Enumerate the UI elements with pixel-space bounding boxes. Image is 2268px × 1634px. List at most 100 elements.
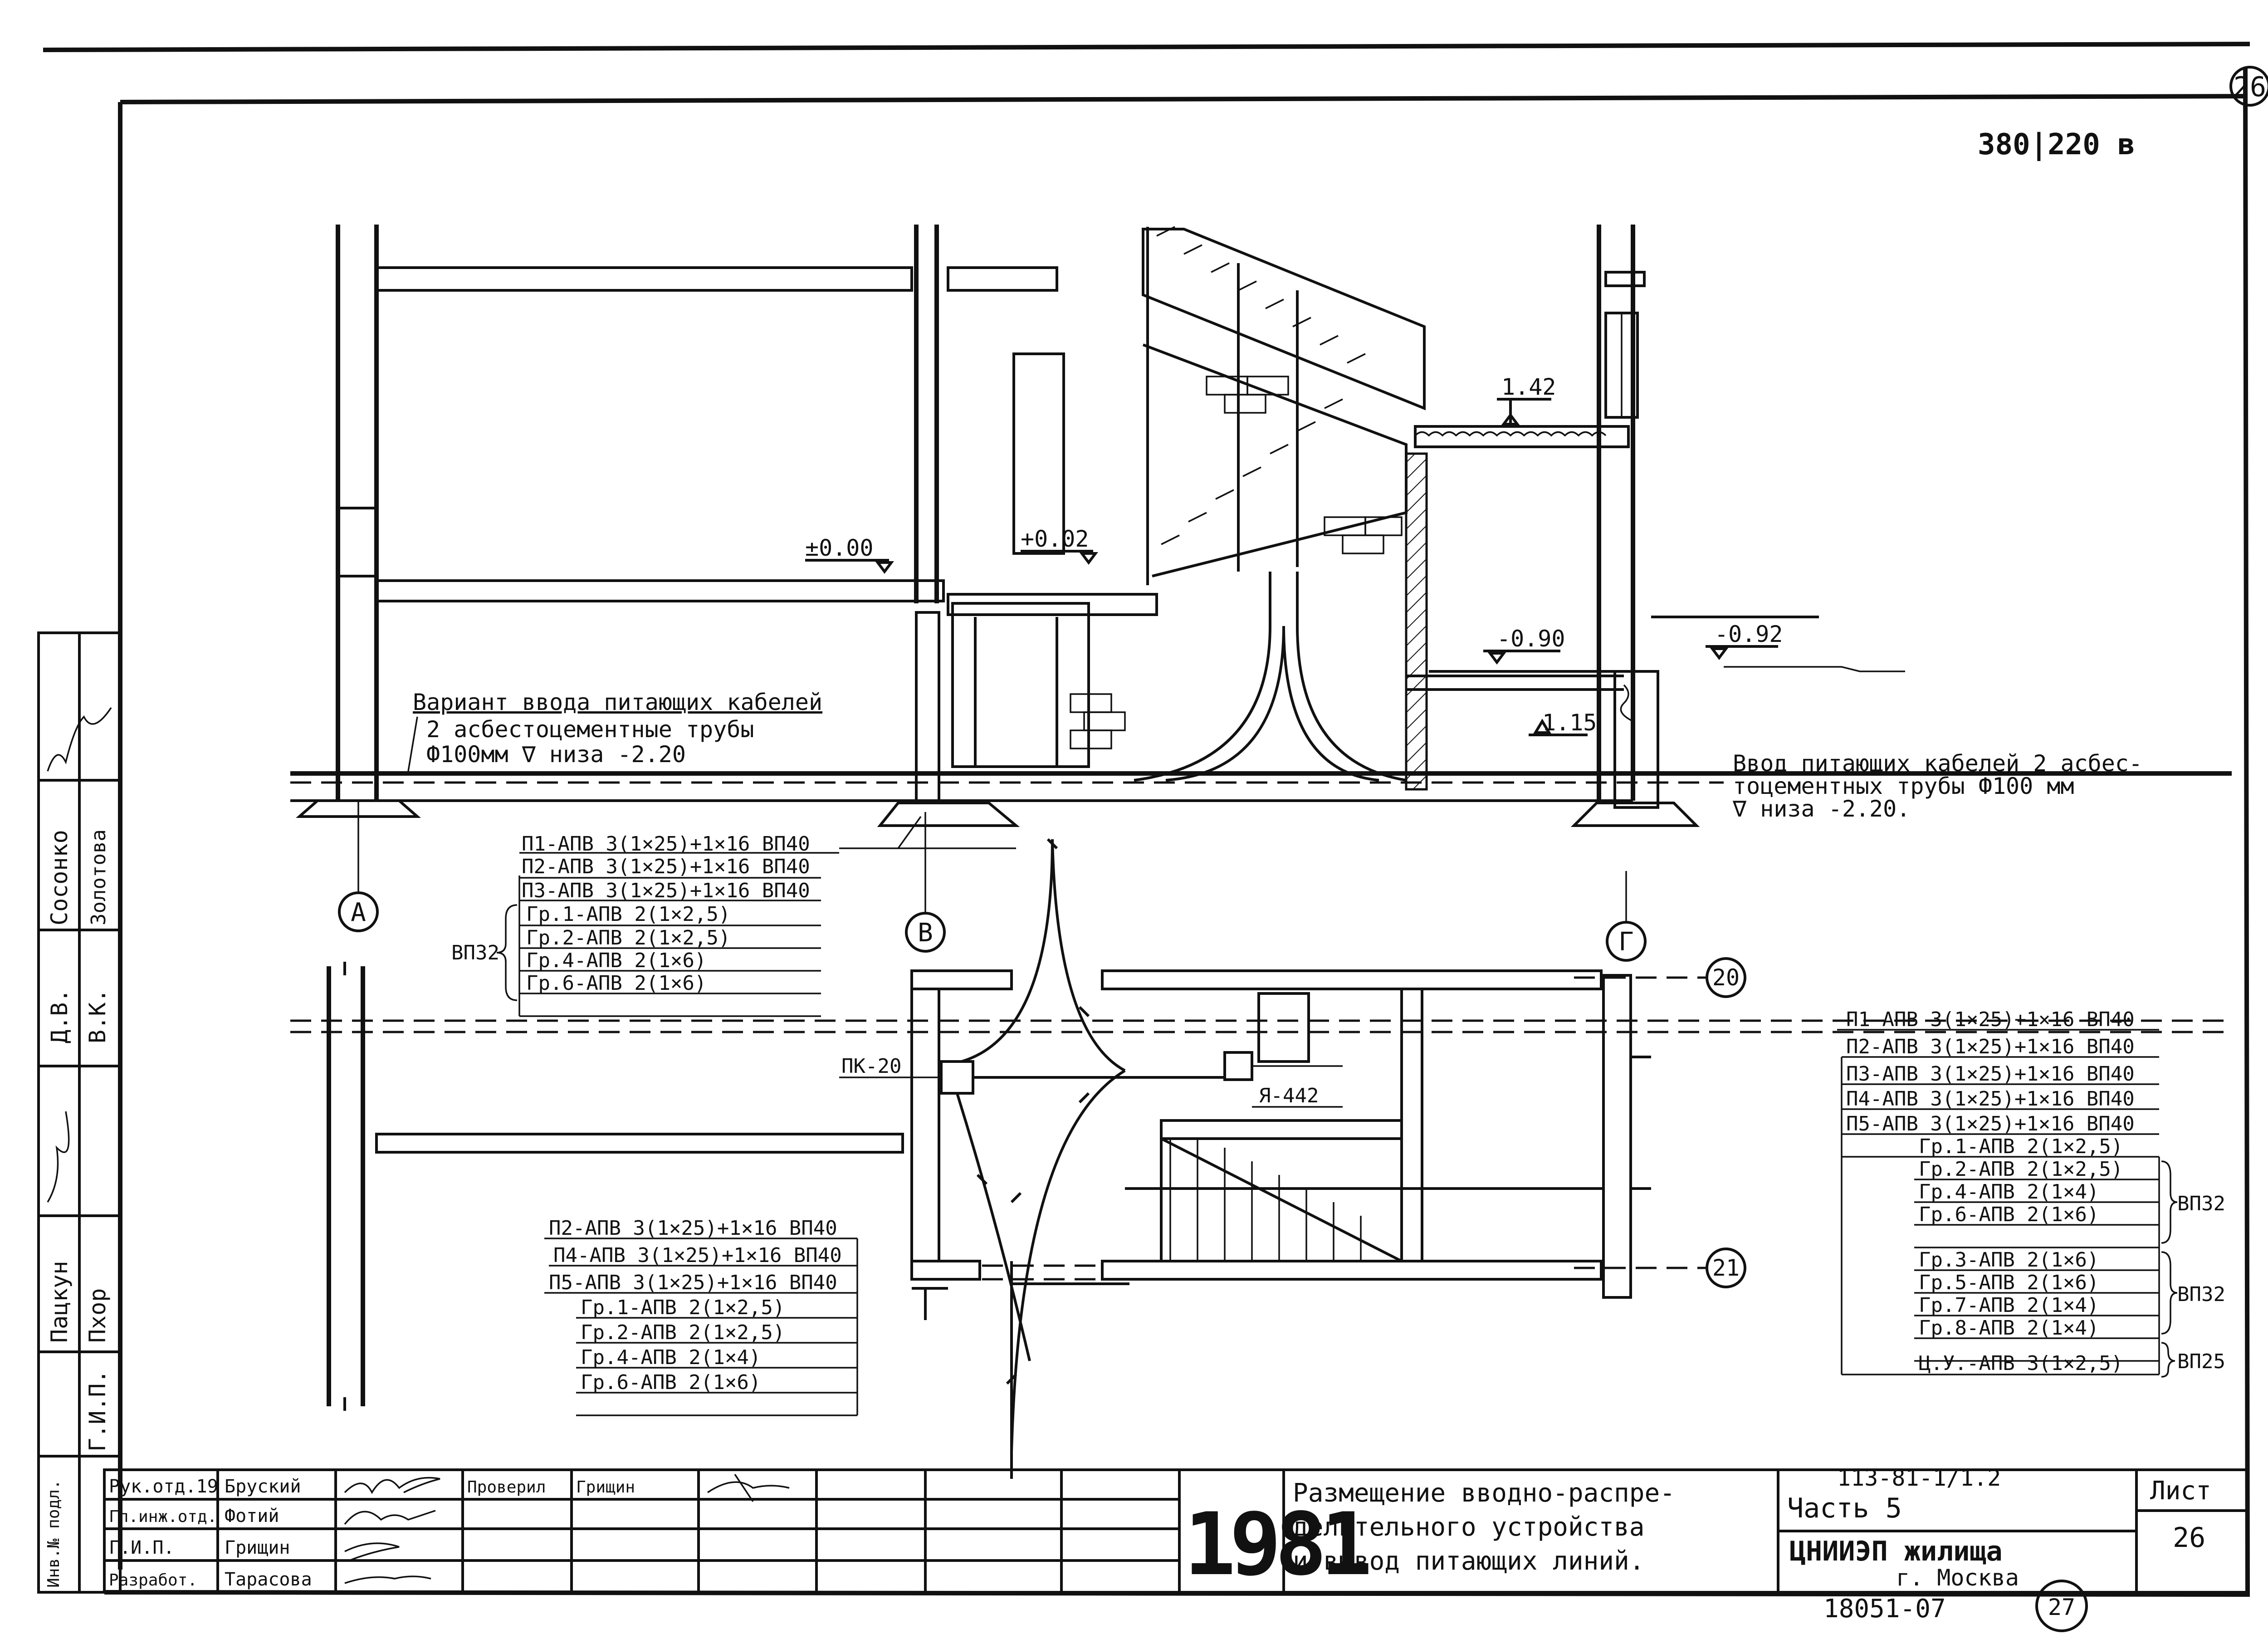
section-group-3: Гр.4-АПВ 2(1×6) xyxy=(526,949,706,972)
part: Часть 5 xyxy=(1787,1492,1902,1524)
level-115-text: 1.15 xyxy=(1542,709,1597,736)
side-signature-1 xyxy=(47,707,112,772)
plan-left-cable-2: П4-АПВ 3(1×25)+1×16 ВП40 xyxy=(553,1244,842,1267)
plan-left-group-3: Гр.4-АПВ 2(1×4) xyxy=(581,1346,761,1369)
ya-label: Я-442 xyxy=(1259,1084,1319,1107)
sheet-circle: 26 xyxy=(2229,66,2268,107)
staff-name-3: Грищин xyxy=(225,1537,290,1558)
plan-right-group-a-4: Гр.6-АПВ 2(1×6) xyxy=(1919,1203,2099,1226)
doc-code: 113-81-1/1.2 xyxy=(1837,1465,2001,1491)
staff-name-1: Бруский xyxy=(225,1476,301,1497)
section-cable-table: П1-АПВ 3(1×25)+1×16 ВП40 П2-АПВ 3(1×25)+… xyxy=(451,832,1016,1017)
title-line-1: Размещение вводно-распре- xyxy=(1293,1478,1675,1508)
bottom-code: 18051-07 xyxy=(1823,1594,1946,1624)
axis-a-label: А xyxy=(351,898,366,927)
level-092: -0.92 xyxy=(1706,621,1783,660)
axis-g-label: Г xyxy=(1618,927,1634,957)
staff-name-4: Тарасова xyxy=(225,1569,312,1590)
plan-right-group-a-1: Гр.1-АПВ 2(1×2,5) xyxy=(1919,1135,2123,1158)
bottom-circle xyxy=(2035,1580,2088,1632)
axis-21-label: 21 xyxy=(1712,1255,1740,1281)
plan-left-cable-1: П2-АПВ 3(1×25)+1×16 ВП40 xyxy=(549,1217,837,1240)
staff-role-4: Разработ. xyxy=(109,1571,197,1590)
plan-right-cable-4: П4-АПВ 3(1×25)+1×16 ВП40 xyxy=(1846,1087,2135,1111)
level-092-text: -0.92 xyxy=(1715,621,1783,647)
level-142-text: 1.42 xyxy=(1501,374,1556,400)
sheet-number: 26 xyxy=(2173,1522,2205,1554)
signature-5 xyxy=(707,1474,790,1502)
plan-right-cable-3: П3-АПВ 3(1×25)+1×16 ВП40 xyxy=(1846,1062,2135,1086)
staff-role-3: Г.И.П. xyxy=(109,1537,175,1558)
staff-role-2: Гл.инж.отд. xyxy=(109,1507,217,1526)
title-line-2: делительного устройства xyxy=(1293,1512,1644,1542)
year: 1981 xyxy=(1184,1494,1369,1595)
plan-right-group-a-2: Гр.2-АПВ 2(1×2,5) xyxy=(1919,1158,2123,1181)
plan-right-group-b-3: Гр.7-АПВ 2(1×4) xyxy=(1919,1294,2099,1317)
plan-right-cable-2: П2-АПВ 3(1×25)+1×16 ВП40 xyxy=(1846,1035,2135,1058)
plan-right-cable-1: П1-АПВ 3(1×25)+1×16 ВП40 xyxy=(1846,1008,2135,1031)
section-cable-2: П2-АПВ 3(1×25)+1×16 ВП40 xyxy=(522,855,810,878)
side-stamp-name-2: Золотова xyxy=(87,829,110,925)
bottom-circle-number: 27 xyxy=(2048,1594,2075,1620)
checked-name: Грищин xyxy=(576,1478,635,1497)
side-stamp-role-4: Г.И.П. xyxy=(84,1370,111,1452)
plan-right-group-b-1: Гр.3-АПВ 2(1×6) xyxy=(1919,1248,2099,1272)
plan-left-group-1: Гр.1-АПВ 2(1×2,5) xyxy=(581,1296,785,1319)
section-group-4: Гр.6-АПВ 2(1×6) xyxy=(526,972,706,995)
plan-right-group-b-2: Гр.5-АПВ 2(1×6) xyxy=(1919,1271,2099,1294)
side-stamp-role-3: Инв.№ подл. xyxy=(44,1480,63,1588)
axis-markers: А В Г 20 21 xyxy=(338,801,1746,1288)
staff-role-1: Рук.отд.19 xyxy=(109,1476,218,1497)
variant-note-line-3: Ф100мм ∇ низа -2.20 xyxy=(426,741,686,768)
level-marks: ±0.00 +0.02 1.42 -0.90 -0.92 1.15 xyxy=(805,374,1783,736)
voltage-label: 380|220 в xyxy=(1978,128,2135,161)
checked-role: Проверил xyxy=(467,1478,546,1497)
plan-left-group-2: Гр.2-АПВ 2(1×2,5) xyxy=(581,1321,785,1344)
level-000: ±0.00 xyxy=(805,535,894,574)
side-stamp-name-4: Пхор xyxy=(84,1288,111,1343)
title-block: Рук.отд.19 Бруский Гл.инж.отд. Фотий Г.И… xyxy=(103,1465,2249,1632)
signature-4 xyxy=(344,1575,431,1584)
floor-plan: ПК-20 Я-442 xyxy=(290,816,2232,1479)
plan-right-tag-2: ВП32 xyxy=(2177,1283,2225,1306)
org: ЦНИИЭП жилища xyxy=(1789,1536,2003,1567)
side-stamp-name-3: Пацкун xyxy=(46,1261,73,1343)
level-115: 1.15 xyxy=(1529,709,1597,736)
section-group-1: Гр.1-АПВ 2(1×2,5) xyxy=(526,903,730,926)
sheet-label: Лист xyxy=(2150,1476,2211,1506)
city: г. Москва xyxy=(1896,1565,2019,1591)
plan-right-group-b-4: Гр.8-АПВ 2(1×4) xyxy=(1919,1316,2099,1340)
signature-2 xyxy=(344,1510,436,1525)
plan-right-table: П1-АПВ 3(1×25)+1×16 ВП40 П2-АПВ 3(1×25)+… xyxy=(1837,1008,2225,1378)
plan-left-cable-3: П5-АПВ 3(1×25)+1×16 ВП40 xyxy=(549,1271,837,1294)
level-000-text: ±0.00 xyxy=(805,535,874,561)
section-group-tag: ВП32 xyxy=(451,941,499,964)
plan-left-group-4: Гр.6-АПВ 2(1×6) xyxy=(581,1371,761,1394)
side-stamp-role-1: Д.В. xyxy=(46,989,73,1043)
side-stamp-name-1: Сосонко xyxy=(46,830,73,925)
section-group-2: Гр.2-АПВ 2(1×2,5) xyxy=(526,926,730,949)
side-stamp-role-2: В.К. xyxy=(84,989,111,1043)
building-section xyxy=(290,225,2232,827)
plan-left-table: П2-АПВ 3(1×25)+1×16 ВП40 П4-АПВ 3(1×25)+… xyxy=(544,1217,858,1416)
axis-20-label: 20 xyxy=(1712,964,1740,991)
axis-v-label: В xyxy=(918,918,933,948)
side-signature-2 xyxy=(47,1111,70,1203)
variant-note-line-2: 2 асбестоцементные трубы xyxy=(426,716,754,743)
input-note-line-2: тоцементных трубы Ф100 мм xyxy=(1733,773,2074,799)
variant-note-line-1: Вариант ввода питающих кабелей xyxy=(413,689,822,715)
side-stamp: Д.В. Сосонко В.К. Золотова Пацкун Пхор И… xyxy=(37,631,122,1594)
input-note: Ввод питающих кабелей 2 асбес- тоцементн… xyxy=(1732,750,2142,822)
pk-label: ПК-20 xyxy=(841,1055,901,1078)
plan-right-group-c: Ц.У.-АПВ 3(1×2,5) xyxy=(1919,1352,2123,1375)
level-142: 1.42 xyxy=(1497,374,1556,426)
signature-3 xyxy=(344,1542,400,1561)
variant-note: Вариант ввода питающих кабелей 2 асбесто… xyxy=(407,689,822,772)
title-line-3: и вывод питающих линий. xyxy=(1293,1546,1644,1576)
level-002-text: +0.02 xyxy=(1021,526,1089,552)
level-090: -0.90 xyxy=(1483,626,1565,665)
signature-1 xyxy=(344,1477,440,1494)
plan-right-tag-1: ВП32 xyxy=(2177,1192,2225,1215)
plan-right-tag-3: ВП25 xyxy=(2177,1350,2225,1373)
